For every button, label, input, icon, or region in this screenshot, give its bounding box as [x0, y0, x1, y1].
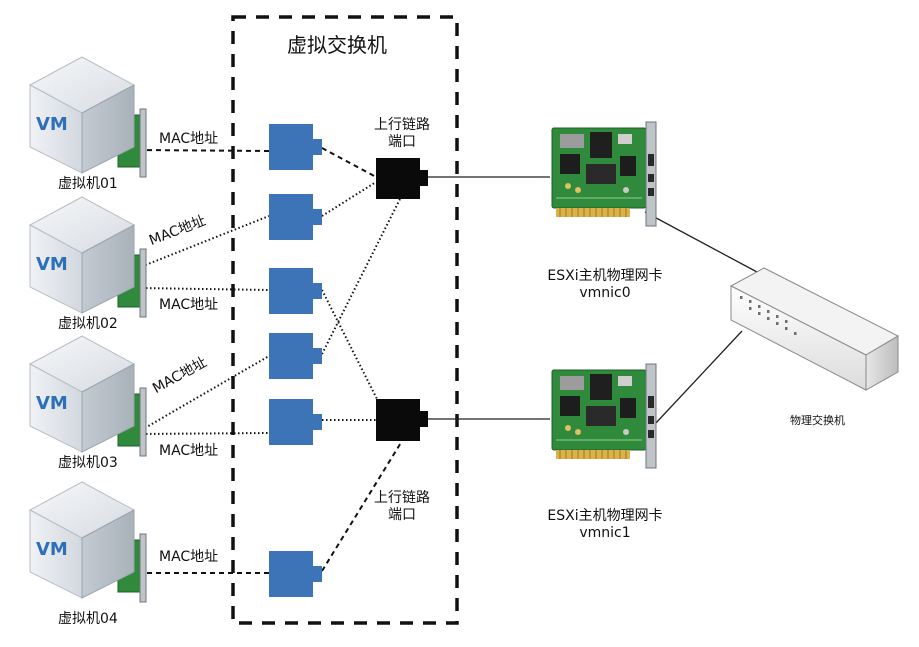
uplink-port [376, 399, 428, 441]
uplink-port-label: 上行链路 端口 [364, 490, 440, 524]
physical-nic-name: vmnic1 [579, 525, 631, 541]
uplink-port-label: 上行链路 端口 [364, 117, 440, 151]
mac-address-label: MAC地址 [159, 131, 219, 147]
vm-logo: VM [36, 114, 68, 135]
mac-address-label: MAC地址 [159, 297, 219, 313]
physical-nic-label-line: ESXi主机物理网卡 [547, 508, 663, 524]
port-group-port [269, 268, 322, 314]
virtual-switch-title: 虚拟交换机 [287, 33, 387, 57]
virtual-links [137, 147, 403, 574]
vm-logo: VM [36, 539, 68, 560]
virtual-switch-boundary [231, 15, 459, 625]
vm-name: 虚拟机04 [58, 611, 118, 627]
vm-logo: VM [36, 254, 68, 275]
uplink-port-label-line: 端口 [388, 507, 416, 523]
uplink-port-label-line: 端口 [388, 134, 416, 150]
physical-nic [551, 121, 657, 227]
physical-switch [729, 267, 900, 391]
physical-nic [551, 363, 657, 469]
physical-links [428, 176, 758, 425]
physical-nic-label: ESXi主机物理网卡 vmnic0 [520, 268, 690, 302]
vm-list: VM VM VM VM [28, 56, 147, 603]
virtual-machine-icon: VM [28, 196, 147, 318]
physical-nic-name: vmnic0 [579, 285, 631, 301]
uplink-port-label-line: 上行链路 [374, 490, 430, 506]
vm-name: 虚拟机02 [58, 316, 118, 332]
port-group-list [269, 124, 322, 597]
vm-name: 虚拟机01 [58, 176, 118, 192]
mac-address-label: MAC地址 [159, 443, 219, 459]
physical-nic-label-line: ESXi主机物理网卡 [547, 268, 663, 284]
port-group-port [269, 551, 322, 597]
port-group-port [269, 399, 322, 445]
vm-logo: VM [36, 393, 68, 414]
port-group-port [269, 194, 322, 240]
port-group-port [269, 333, 322, 379]
virtual-machine-icon: VM [28, 56, 147, 178]
physical-nic-label: ESXi主机物理网卡 vmnic1 [520, 508, 690, 542]
port-group-port [269, 124, 322, 170]
vm-name: 虚拟机03 [58, 455, 118, 471]
virtual-machine-icon: VM [28, 335, 147, 457]
physical-switch-label: 物理交换机 [790, 414, 845, 427]
uplink-port-label-line: 上行链路 [374, 117, 430, 133]
uplink-port [376, 158, 428, 199]
mac-address-label: MAC地址 [159, 549, 219, 565]
virtual-machine-icon: VM [28, 481, 147, 603]
